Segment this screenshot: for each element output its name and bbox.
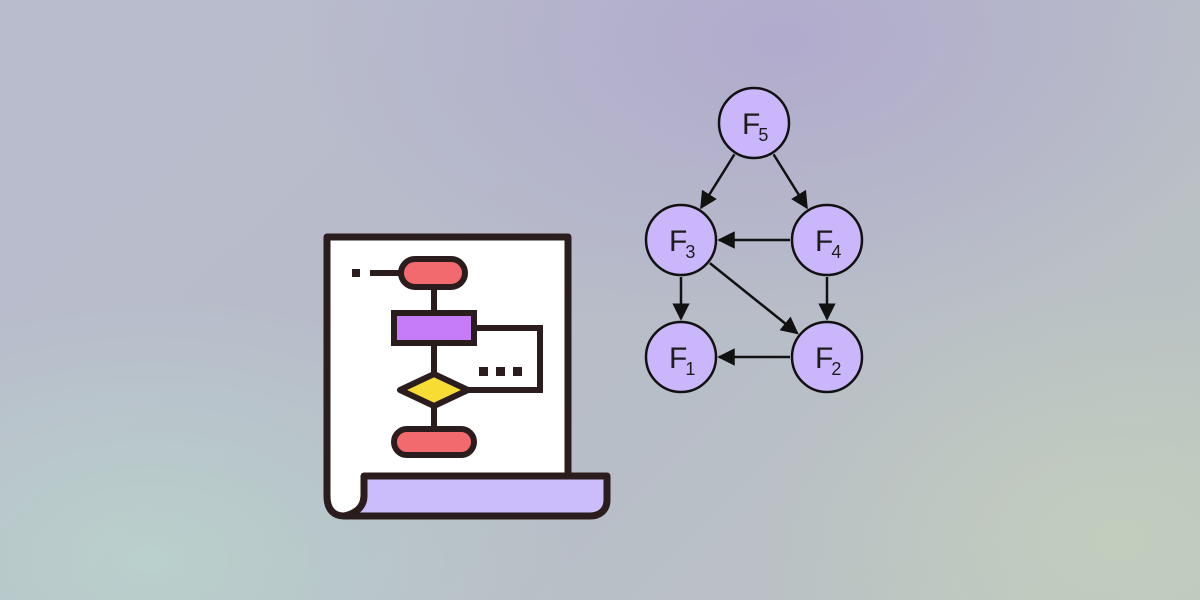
node-f1-label: F1: [669, 342, 695, 379]
decision-diamond-shape: [397, 371, 471, 409]
ellipsis-dot-2: [496, 367, 505, 376]
ellipsis-dot-3: [513, 367, 522, 376]
edge-f3-to-f2: [709, 262, 799, 335]
edge-f5-to-f3: [700, 153, 736, 210]
start-terminal-shape: [398, 256, 468, 290]
graph-node-f1: F1: [644, 320, 718, 394]
end-terminal-shape: [391, 426, 477, 458]
dash-mark: [352, 269, 360, 277]
node-f3-label: F3: [669, 225, 695, 262]
graph-node-f2: F2: [790, 320, 864, 394]
node-f5-label: F5: [742, 108, 768, 145]
flowchart-document-icon: [323, 233, 611, 520]
ellipsis-dot-1: [479, 367, 488, 376]
graph-edges: [672, 153, 836, 366]
graph-node-f3: F3: [644, 203, 718, 277]
node-f4-label: F4: [815, 225, 841, 262]
edge-f5-to-f4: [772, 153, 808, 210]
graph-node-f4: F4: [790, 203, 864, 277]
branch-connector: [464, 325, 543, 393]
document-fold: [340, 472, 611, 520]
process-box-shape: [391, 310, 477, 346]
node-f2-label: F2: [815, 342, 841, 379]
dependency-graph: F5 F3 F4 F1 F2: [644, 86, 864, 394]
graph-node-f5: F5: [717, 86, 791, 160]
